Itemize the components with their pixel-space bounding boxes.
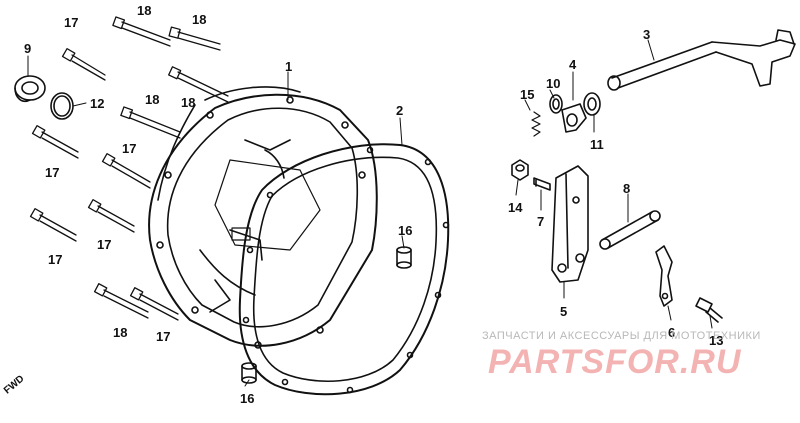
callout-c10: 10 <box>546 76 561 91</box>
callout-c13: 13 <box>709 333 724 348</box>
callout-c18a: 18 <box>137 3 152 18</box>
callout-c17b: 17 <box>122 141 137 156</box>
washer <box>549 94 563 114</box>
bracket-bolt <box>695 297 723 323</box>
callout-c2: 2 <box>396 103 404 118</box>
callout-c7: 7 <box>537 214 545 229</box>
callout-c18b: 18 <box>192 12 207 27</box>
callout-c1: 1 <box>285 59 293 74</box>
lifter-arm-plate <box>551 165 589 283</box>
dowel-pin-lower <box>241 362 257 384</box>
nut <box>511 159 529 181</box>
lifter-piece <box>561 103 587 133</box>
callout-c17e: 17 <box>48 252 63 267</box>
leader-lines <box>27 39 713 387</box>
callout-c8: 8 <box>623 181 631 196</box>
callout-c18d: 18 <box>145 92 160 107</box>
push-rod <box>599 210 661 250</box>
callout-c14: 14 <box>508 200 523 215</box>
oil-seal <box>14 75 46 103</box>
callout-c6: 6 <box>668 325 676 340</box>
callout-c3: 3 <box>643 27 651 42</box>
cover-gasket <box>238 143 450 396</box>
callout-c16b: 16 <box>240 391 255 406</box>
callout-c12: 12 <box>90 96 105 111</box>
clutch-cover-housing <box>148 86 378 349</box>
callout-c17a: 17 <box>64 15 79 30</box>
oil-seal-small <box>583 92 601 116</box>
o-ring <box>50 92 74 120</box>
callout-c17c: 17 <box>45 165 60 180</box>
callout-c18e: 18 <box>113 325 128 340</box>
callout-c4: 4 <box>569 57 577 72</box>
callout-c17d: 17 <box>97 237 112 252</box>
clutch-lifter-shaft <box>607 29 796 91</box>
watermark-logo: PARTSFOR.RU <box>488 343 742 381</box>
dowel-pin-upper <box>396 246 412 269</box>
callout-c15: 15 <box>520 87 535 102</box>
cable-bracket <box>655 245 673 307</box>
callout-c17f: 17 <box>156 329 171 344</box>
lifter-spring <box>531 111 541 137</box>
watermark-subtitle: ЗАПЧАСТИ И АКСЕССУАРЫ ДЛЯ МОТОТЕХНИКИ <box>482 330 761 342</box>
pin-bolt <box>533 177 551 191</box>
callout-c9: 9 <box>24 41 32 56</box>
bolt-set <box>29 16 229 321</box>
callout-c18c: 18 <box>181 95 196 110</box>
callout-c5: 5 <box>560 304 568 319</box>
callout-c16a: 16 <box>398 223 413 238</box>
callout-c11: 11 <box>590 137 604 152</box>
